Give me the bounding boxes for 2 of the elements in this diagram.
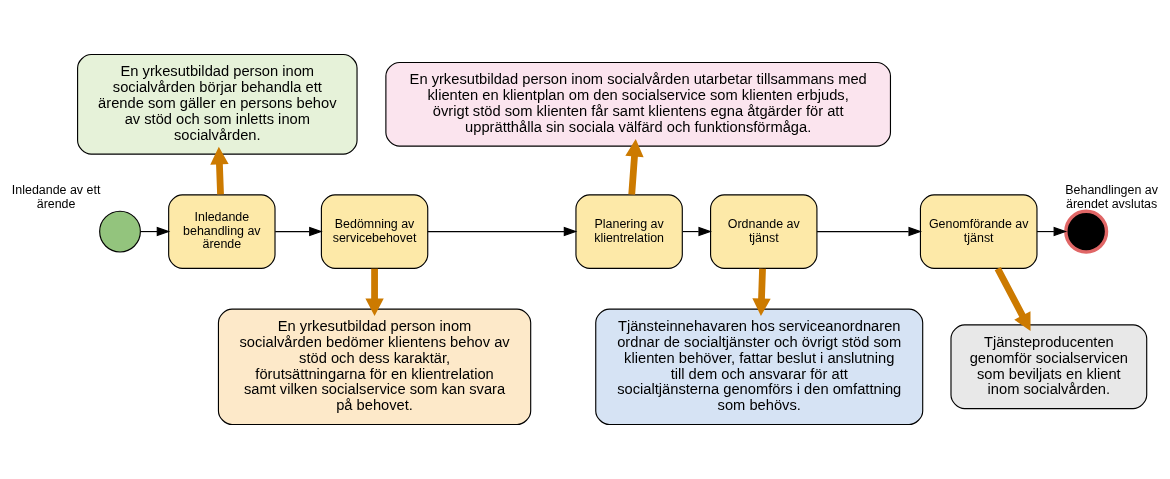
node-label: Behandlingen av ärendet avslutas — [1065, 183, 1158, 211]
node-label: Inledande av ett ärende — [11, 183, 101, 211]
